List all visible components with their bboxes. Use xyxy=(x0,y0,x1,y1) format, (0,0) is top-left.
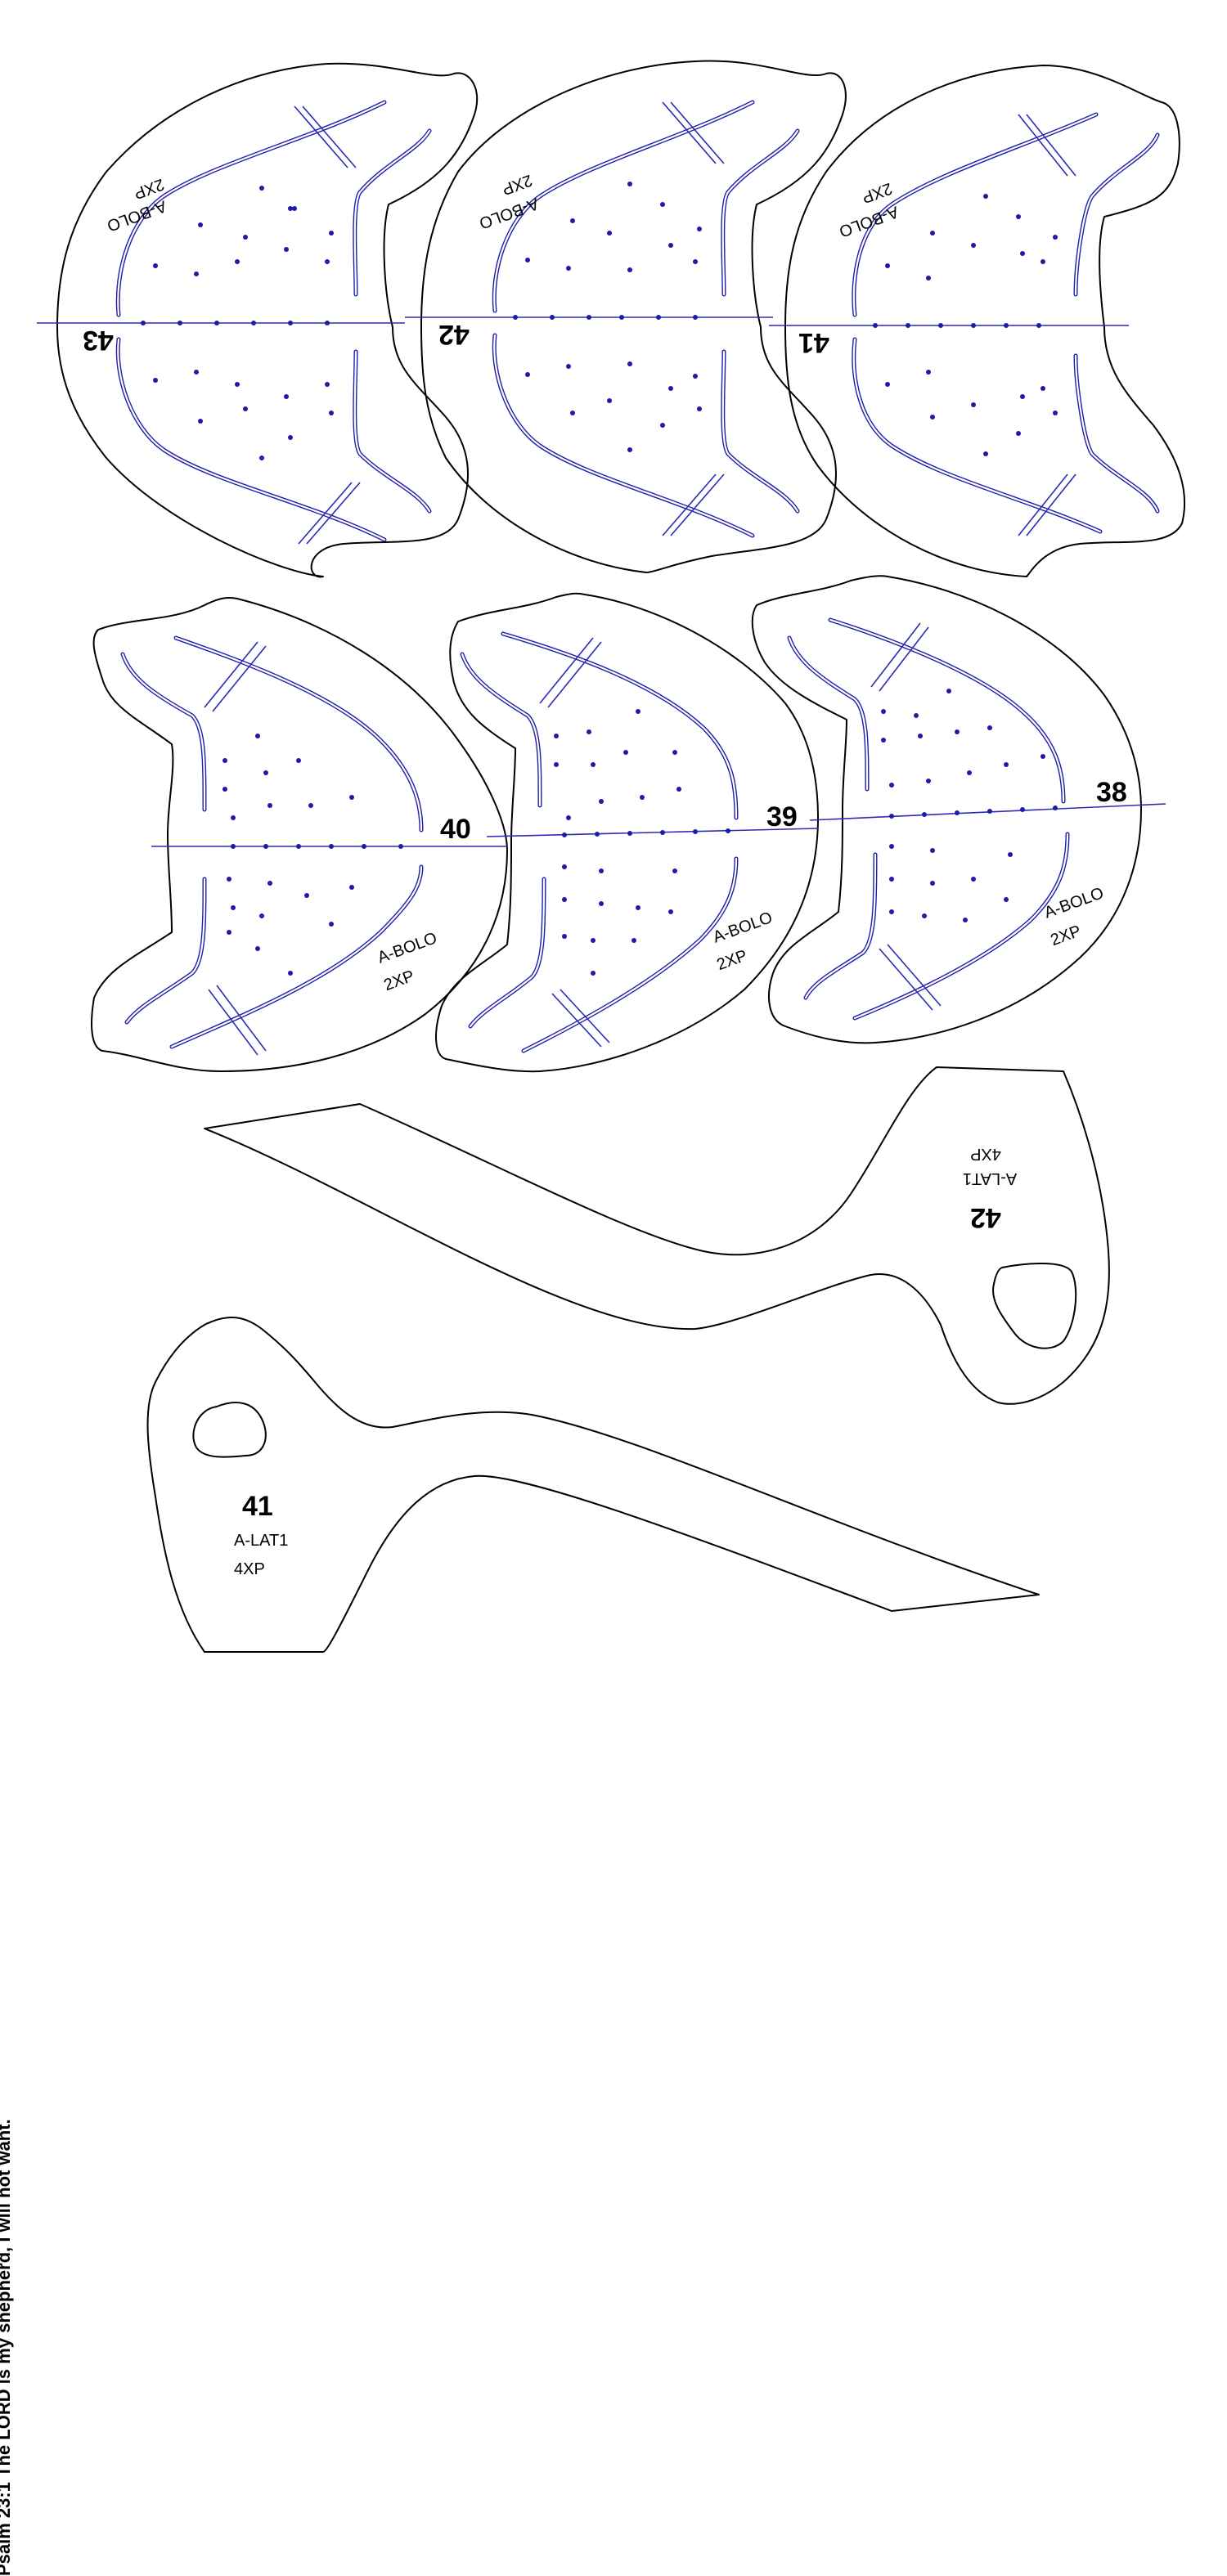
piece-number: 43 xyxy=(83,325,114,356)
piece-quantity: 2XP xyxy=(1048,922,1083,950)
piece-number: 42 xyxy=(438,319,470,350)
seam-dots xyxy=(222,734,403,976)
piece-number: 41 xyxy=(242,1491,273,1522)
lateral-piece-42: 42 A-LAT1 4XP xyxy=(204,1066,1110,1405)
pattern-piece-41-top: 41 A-BOLO 2XP xyxy=(769,65,1185,577)
seam-dots xyxy=(881,689,1058,922)
seam-dots xyxy=(554,709,730,976)
piece-quantity: 4XP xyxy=(234,1560,265,1578)
piece-number: 42 xyxy=(970,1202,1001,1233)
piece-name: A-BOLO xyxy=(1042,884,1107,922)
piece-name: A-LAT1 xyxy=(963,1169,1017,1187)
lateral-piece-41: 41 A-LAT1 4XP xyxy=(146,1316,1040,1653)
pattern-piece-42-top: 42 A-BOLO 2XP xyxy=(405,60,847,573)
pattern-piece-43: 43 A-BOLO 2XP xyxy=(37,62,479,578)
seam-dots xyxy=(873,194,1058,456)
piece-quantity: 2XP xyxy=(381,967,416,995)
pattern-piece-38: 38 A-BOLO 2XP xyxy=(751,575,1166,1044)
seam-dots xyxy=(513,182,702,452)
piece-quantity: 2XP xyxy=(860,179,895,207)
piece-name: A-BOLO xyxy=(375,929,440,967)
piece-number: 38 xyxy=(1096,777,1127,808)
piece-quantity: 2XP xyxy=(714,947,749,975)
pattern-sheet: 43 A-BOLO 2XP 42 A-BOLO 2XP xyxy=(37,60,1185,1653)
piece-number: 41 xyxy=(798,327,829,358)
piece-number: 39 xyxy=(766,801,798,832)
piece-name: A-BOLO xyxy=(477,194,542,232)
pattern-piece-39: 39 A-BOLO 2XP xyxy=(435,592,819,1073)
footer-verse: Psalm 23:1 The LORD is my shepherd, I wi… xyxy=(0,2119,14,2576)
pattern-piece-40: 40 A-BOLO 2XP xyxy=(91,597,508,1072)
piece-name: A-LAT1 xyxy=(234,1532,288,1550)
piece-quantity: 2XP xyxy=(500,171,535,199)
piece-quantity: 4XP xyxy=(970,1145,1001,1163)
seam-dots xyxy=(141,186,334,460)
piece-number: 40 xyxy=(440,814,471,845)
